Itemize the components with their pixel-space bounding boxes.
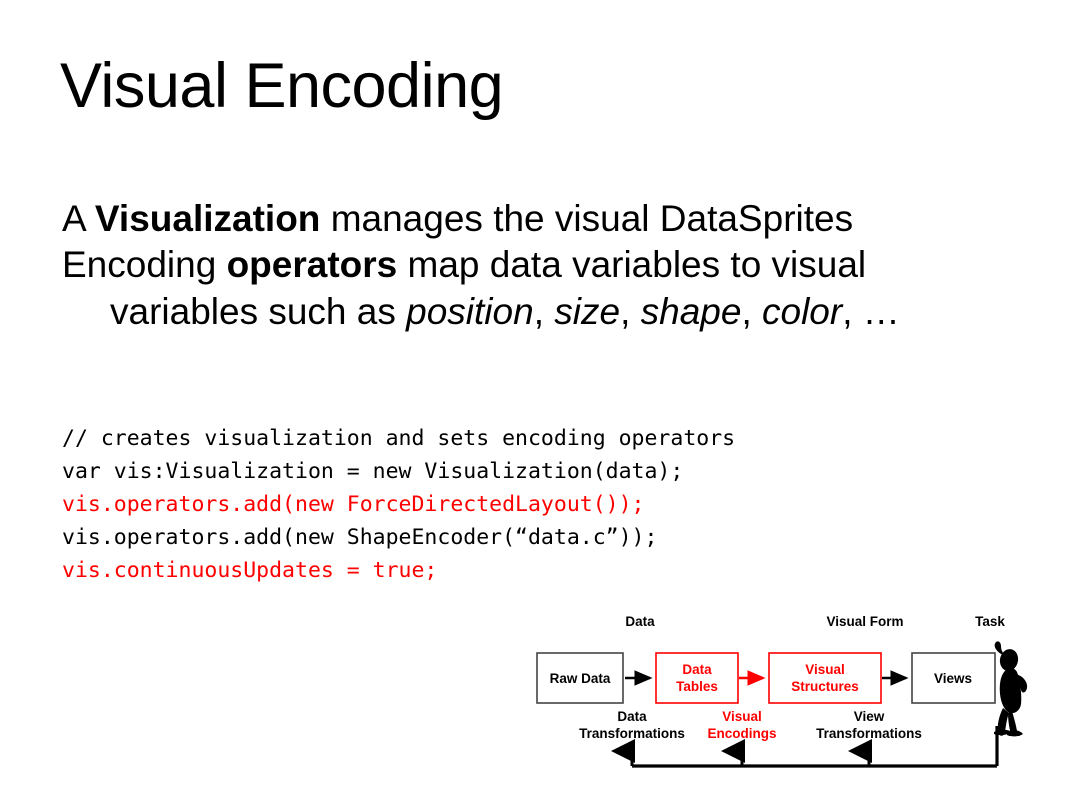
body-line-2-part-3: map data variables to visual	[397, 244, 867, 286]
diagram-feedback-loop	[611, 726, 999, 768]
body-line-2-part-1: Encoding	[62, 244, 227, 286]
diagram-bottom-label-visual-encodings-line2: Encodings	[707, 726, 776, 741]
diagram-top-label-data: Data	[625, 614, 655, 629]
body-line-1-part-2: Visualization	[94, 198, 321, 239]
body-line-3: variables such as position, size, shape,…	[62, 289, 1042, 335]
body-line-3-part-1: variables such as	[110, 290, 407, 332]
diagram-top-label-visual-form: Visual Form	[826, 614, 903, 629]
diagram-box-views	[911, 652, 996, 704]
diagram-box-visual-structures-label-line1: Visual	[805, 662, 845, 677]
body-line-2-part-2: operators	[226, 244, 398, 286]
visualization-reference-model-diagram: Data Visual Form Task Raw Data Data Tabl…	[520, 608, 1080, 808]
diagram-bottom-label-view-transformations-line2: Transformations	[816, 726, 922, 741]
body-line-3-part-3: ,	[533, 290, 555, 332]
diagram-box-raw-data-label: Raw Data	[550, 671, 611, 686]
page-title: Visual Encoding	[60, 51, 504, 121]
diagram-box-data-tables	[655, 652, 739, 704]
diagram-box-views-label: Views	[934, 671, 972, 686]
body-line-3-part-9: , …	[842, 290, 900, 332]
diagram-bottom-label-visual-encodings-line1: Visual	[722, 709, 762, 724]
body-line-1-part-3: manages the visual DataSprites	[320, 198, 854, 239]
diagram-bottom-label-data-transformations-line1: Data	[617, 709, 647, 724]
body-line-3-part-6: shape	[640, 290, 742, 332]
code-line-5: vis.continuousUpdates = true;	[62, 558, 438, 583]
body-line-3-part-4: size	[554, 290, 621, 332]
body-line-3-part-7: ,	[741, 290, 762, 332]
diagram-box-visual-structures	[768, 652, 882, 704]
diagram-bottom-label-data-transformations-line2: Transformations	[579, 726, 685, 741]
diagram-box-raw-data	[536, 652, 624, 704]
human-figure-icon	[994, 641, 1028, 737]
body-line-3-part-8: color	[762, 290, 843, 332]
diagram-bottom-label-view-transformations-line1: View	[854, 709, 885, 724]
diagram-box-visual-structures-label-line2: Structures	[791, 679, 859, 694]
code-block: // creates visualization and sets encodi…	[62, 422, 735, 587]
body-line-1-part-1: A	[62, 198, 95, 239]
code-line-2: var vis:Visualization = new Visualizatio…	[62, 459, 684, 484]
code-line-1: // creates visualization and sets encodi…	[62, 426, 736, 451]
code-line-3: vis.operators.add(new ForceDirectedLayou…	[62, 492, 645, 517]
body-line-3-part-5: ,	[620, 290, 641, 332]
body-line-2: Encoding operators map data variables to…	[62, 242, 1042, 288]
code-line-4: vis.operators.add(new ShapeEncoder(“data…	[62, 525, 658, 550]
diagram-box-data-tables-label-line2: Tables	[676, 679, 718, 694]
diagram-box-data-tables-label-line1: Data	[682, 662, 712, 677]
body-line-3-part-2: position	[406, 290, 534, 332]
body-text-block: A Visualization manages the visual DataS…	[62, 196, 1042, 335]
diagram-top-label-task: Task	[975, 614, 1005, 629]
body-line-1: A Visualization manages the visual DataS…	[62, 196, 1042, 242]
